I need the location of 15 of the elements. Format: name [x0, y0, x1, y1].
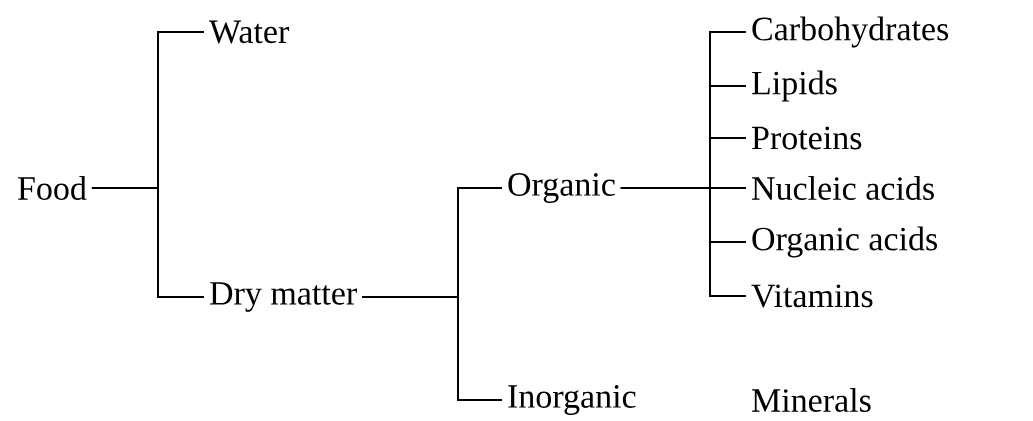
tree-label: Organic — [508, 173, 615, 203]
tree-label: Carbohydrates — [752, 16, 949, 48]
bracket-line — [361, 296, 503, 401]
tree-label: Vitamins — [751, 284, 873, 308]
tree-label: Inorganic — [508, 385, 636, 415]
tree-label: Minerals — [752, 388, 871, 412]
tree-label: Food — [18, 176, 87, 200]
bracket-line — [90, 187, 205, 298]
bracket-line — [619, 187, 747, 297]
tree-label: Proteins — [752, 126, 862, 150]
tree-label: Lipids — [752, 70, 837, 102]
tree-label: Organic acids — [752, 226, 937, 258]
tree-label: Dry matter — [210, 282, 357, 312]
tree-label: Water — [209, 20, 290, 44]
tree-label: Nucleic acids — [752, 176, 934, 200]
